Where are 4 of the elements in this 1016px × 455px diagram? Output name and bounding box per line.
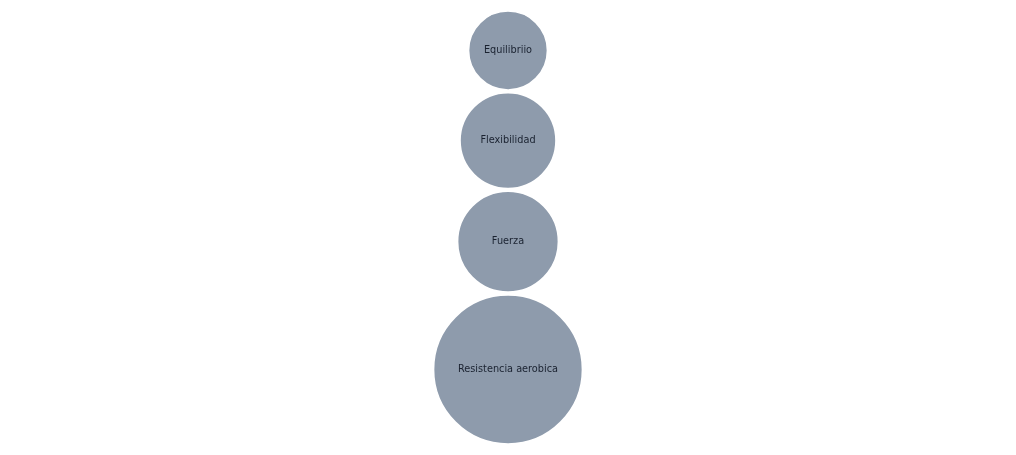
node-circle: Equilibriio (467, 10, 549, 91)
node-circle: Resistencia aerobica (432, 294, 584, 445)
node-circle: Flexibilidad (459, 91, 557, 190)
node-circle: Fuerza (456, 190, 560, 294)
